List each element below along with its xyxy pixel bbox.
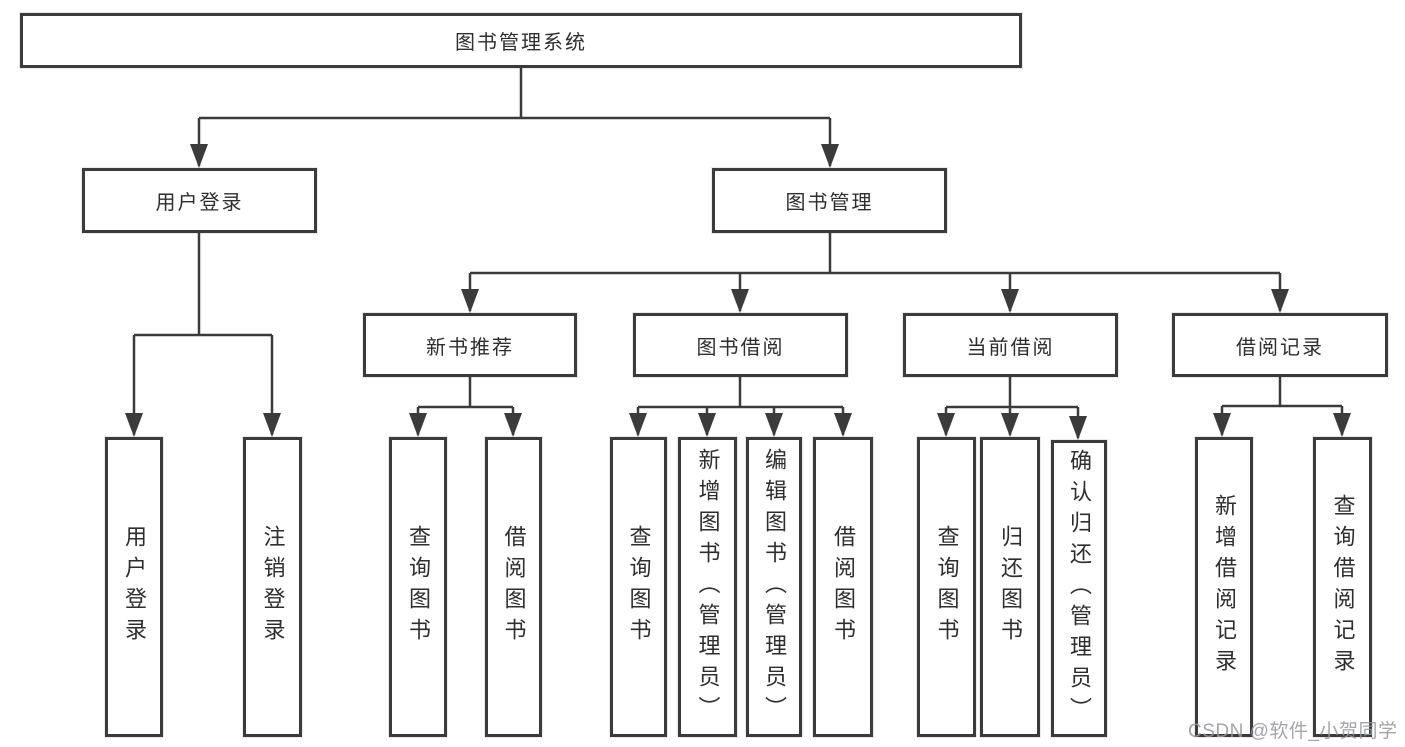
- leaf-query-borrow-record-label: 查询借阅记录: [1330, 494, 1356, 680]
- node-new-book-recommend-label: 新书推荐: [426, 336, 514, 359]
- leaf-logout-label: 注销登录: [260, 525, 286, 649]
- connector-root-to-level2: [197, 68, 832, 166]
- node-new-book-recommend: 新书推荐: [363, 313, 577, 377]
- arrowheads: [125, 144, 1351, 440]
- node-borrow-records-label: 借阅记录: [1236, 336, 1324, 359]
- leaf-add-book-admin-label: 新增图书（管理员）: [695, 447, 721, 727]
- node-root: 图书管理系统: [20, 13, 1022, 68]
- leaf-add-borrow-record: 新增借阅记录: [1195, 437, 1253, 737]
- leaf-query-book-3: 查询图书: [917, 437, 976, 737]
- leaf-edit-book-admin-label: 编辑图书（管理员）: [762, 447, 787, 727]
- leaf-return-book-label: 归还图书: [998, 525, 1023, 649]
- leaf-user-login-label: 用户登录: [122, 525, 147, 649]
- connector-bookborrow-to-leaves: [636, 377, 845, 435]
- connector-newbook-to-leaves: [416, 377, 515, 435]
- node-borrow-records: 借阅记录: [1172, 313, 1388, 377]
- leaf-query-book-1: 查询图书: [389, 437, 447, 737]
- node-user-login-label: 用户登录: [155, 192, 244, 214]
- leaf-query-book-3-label: 查询图书: [934, 525, 960, 649]
- csdn-watermark: CSDN @软件_小贺同学: [1188, 721, 1398, 742]
- node-root-label: 图书管理系统: [455, 32, 587, 54]
- node-current-borrow-label: 当前借阅: [966, 336, 1055, 359]
- leaf-add-borrow-record-label: 新增借阅记录: [1212, 494, 1237, 680]
- leaf-edit-book-admin: 编辑图书（管理员）: [746, 437, 802, 737]
- leaf-borrow-book-2-label: 借阅图书: [831, 525, 856, 649]
- leaf-add-book-admin: 新增图书（管理员）: [678, 437, 737, 737]
- node-book-management: 图书管理: [712, 168, 947, 233]
- node-current-borrow: 当前借阅: [903, 313, 1118, 377]
- node-book-borrow: 图书借阅: [633, 313, 848, 377]
- leaf-borrow-book-2: 借阅图书: [813, 437, 873, 737]
- leaf-query-book-1-label: 查询图书: [406, 525, 431, 649]
- leaf-query-book-2-label: 查询图书: [626, 525, 652, 649]
- leaf-borrow-book-1: 借阅图书: [485, 437, 542, 737]
- connector-bookmgmt-to-level3: [468, 233, 1282, 311]
- leaf-return-book: 归还图书: [980, 437, 1040, 737]
- leaf-query-borrow-record: 查询借阅记录: [1313, 437, 1372, 737]
- connector-records-to-leaves: [1220, 377, 1344, 435]
- leaf-borrow-book-1-label: 借阅图书: [501, 525, 527, 649]
- connector-userlogin-to-leaves: [132, 233, 274, 435]
- leaf-confirm-return-admin-label: 确认归还（管理员）: [1067, 449, 1092, 728]
- leaf-user-login: 用户登录: [105, 437, 163, 737]
- node-user-login: 用户登录: [82, 168, 317, 233]
- leaf-logout: 注销登录: [243, 437, 302, 737]
- node-book-borrow-label: 图书借阅: [696, 336, 785, 359]
- leaf-query-book-2: 查询图书: [610, 437, 667, 737]
- leaf-confirm-return-admin: 确认归还（管理员）: [1051, 440, 1107, 737]
- node-book-management-label: 图书管理: [785, 192, 874, 214]
